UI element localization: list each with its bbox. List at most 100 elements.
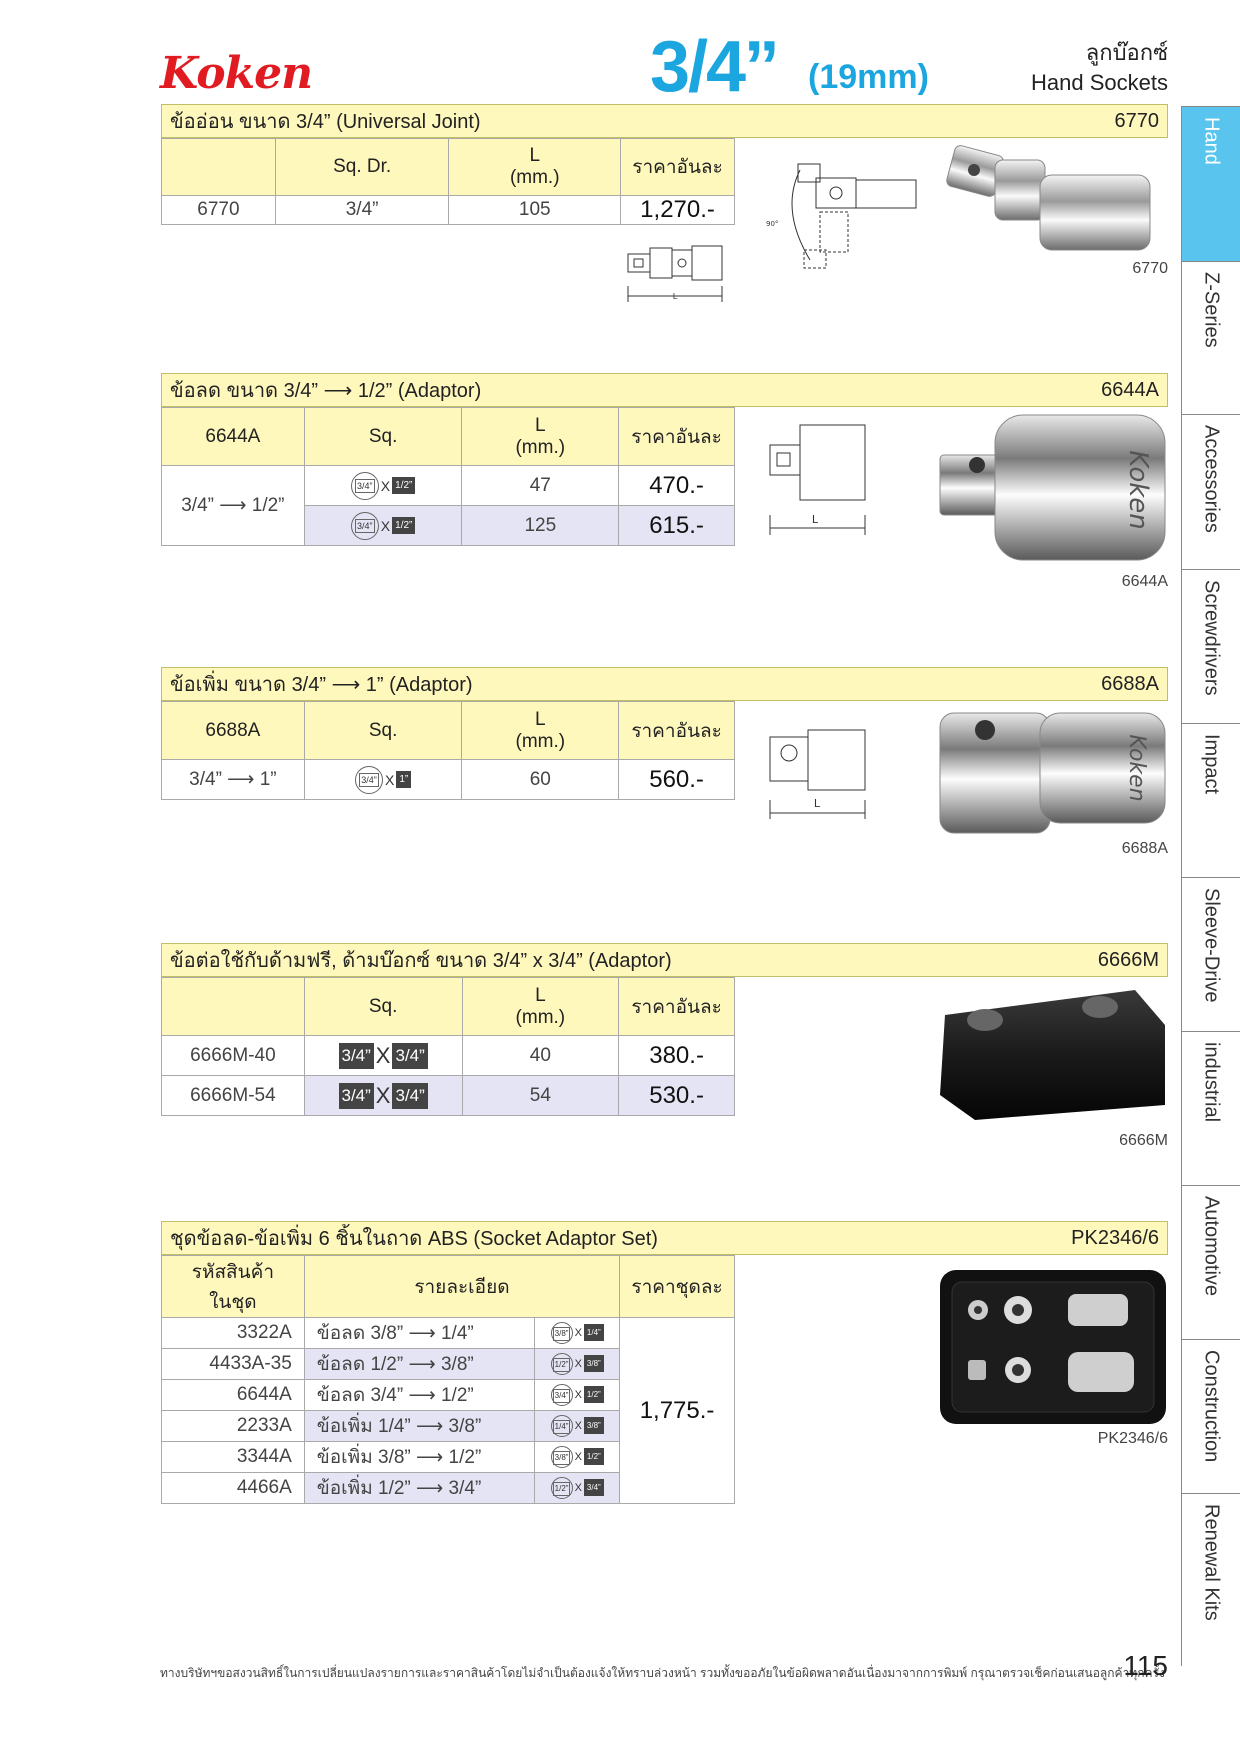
svg-text:90°: 90° (766, 220, 778, 228)
item-desc: ข้อเพิ่ม 1/2” ⟶ 3/4” (303, 1472, 536, 1504)
svg-text:Koken: Koken (1124, 734, 1149, 801)
col-detail: รายละเอียด (303, 1255, 621, 1318)
product-caption: PK2346/6 (1097, 1430, 1168, 1447)
section-header-adaptor-reducer: ข้อลด ขนาด 3/4” ⟶ 1/2” (Adaptor) 6644A (161, 373, 1168, 407)
col-price: ราคาชุดละ (619, 1255, 735, 1318)
category-sidebar: Hand Z-Series Accessories Screwdrivers I… (1182, 106, 1240, 1666)
item-code: 6770 (161, 195, 276, 225)
col-sq: Sq. (303, 407, 463, 466)
section-code: 6688A (1101, 672, 1159, 695)
section-header-adaptor-increaser: ข้อเพิ่ม ขนาด 3/4” ⟶ 1” (Adaptor) 6688A (161, 667, 1168, 701)
section-title: ชุดข้อลด-ข้อเพิ่ม 6 ชิ้นในถาด ABS (Socke… (170, 1228, 658, 1250)
table-adaptor-6644a: 6644A Sq. L(mm.) ราคาอันละ 3/4” ⟶ 1/2” 3… (161, 407, 735, 546)
item-length: 54 (461, 1075, 620, 1116)
adaptor-6644a-photo: Koken (939, 414, 1166, 561)
universal-joint-angle-drawing: 90° (766, 163, 917, 269)
section-code: 6666M (1097, 948, 1159, 971)
col-code: รหัสสินค้าในชุด (161, 1255, 305, 1318)
page-number: 115 (1123, 1650, 1168, 1681)
section-code: PK2346/6 (1071, 1226, 1159, 1249)
col-l: L(mm.) (461, 701, 620, 760)
col-price: ราคาอันละ (618, 701, 735, 760)
tab-z-series[interactable]: Z-Series (1182, 261, 1240, 414)
tab-construction[interactable]: Construction (1182, 1339, 1240, 1493)
section-title: ข้อต่อใช้กับด้ามฟรี, ด้ามบ๊อกซ์ ขนาด 3/4… (170, 950, 672, 972)
tab-automotive[interactable]: Automotive (1182, 1185, 1240, 1339)
tab-impact[interactable]: Impact (1182, 723, 1240, 877)
adaptor-drawing: L (769, 729, 866, 819)
section-title: ข้อลด ขนาด 3/4” ⟶ 1/2” (Adaptor) (170, 380, 482, 402)
universal-joint-photo (946, 145, 1151, 251)
item-price: 470.- (618, 465, 735, 506)
item-size: 3/4” ⟶ 1” (161, 759, 305, 800)
item-desc: ข้อเพิ่ม 3/8” ⟶ 1/2” (303, 1441, 536, 1473)
category-thai: ลูกบ๊อกซ์ (1085, 40, 1168, 65)
item-length: 125 (461, 505, 620, 546)
section-header-adaptor-set: ชุดข้อลด-ข้อเพิ่ม 6 ชิ้นในถาด ABS (Socke… (161, 1221, 1168, 1255)
section-header-universal-joint: ข้ออ่อน ขนาด 3/4” (Universal Joint) 6770 (161, 104, 1168, 138)
col-code: 6644A (161, 407, 305, 466)
section-header-adaptor-male: ข้อต่อใช้กับด้ามฟรี, ด้ามบ๊อกซ์ ขนาด 3/4… (161, 943, 1168, 977)
drive-size-title: 3/4’’ (650, 27, 779, 107)
tab-screwdrivers[interactable]: Screwdrivers (1182, 569, 1240, 723)
item-price: 1,270.- (620, 195, 735, 225)
table-universal-joint: Sq. Dr. L(mm.) ราคาอันละ 6770 3/4” 105 1… (161, 138, 735, 225)
drive-size-mm: (19mm) (808, 58, 929, 96)
product-caption: 6644A (1121, 573, 1168, 590)
item-code: 4466A (161, 1472, 305, 1504)
table-row: 6770 3/4” 105 1,270.- (161, 195, 735, 225)
col-price: ราคาอันละ (620, 138, 735, 196)
category-english: Hand Sockets (1031, 70, 1168, 95)
item-price: 560.- (618, 759, 735, 800)
item-size: 3/4” ⟶ 1/2” (161, 465, 305, 546)
product-caption: 6666M (1119, 1132, 1168, 1149)
table-adaptor-6688a: 6688A Sq. L(mm.) ราคาอันละ 3/4” ⟶ 1” 3/4… (161, 701, 735, 800)
col-code: 6688A (161, 701, 305, 760)
svg-text:L: L (673, 292, 678, 301)
section-code: 6644A (1101, 378, 1159, 401)
tab-industrial[interactable]: industrial (1182, 1031, 1240, 1185)
item-desc: ข้อลด 3/4” ⟶ 1/2” (303, 1379, 536, 1411)
item-price: 380.- (618, 1035, 735, 1076)
item-code: 6666M-40 (161, 1035, 305, 1076)
item-code: 6666M-54 (161, 1075, 305, 1116)
col-l: L(mm.) (461, 407, 620, 466)
item-price: 530.- (618, 1075, 735, 1116)
tab-hand[interactable]: Hand (1182, 106, 1240, 261)
adaptor-6688a-photo: Koken (939, 712, 1166, 834)
product-caption: 6770 (1132, 260, 1168, 277)
section-title: ข้อเพิ่ม ขนาด 3/4” ⟶ 1” (Adaptor) (170, 674, 473, 696)
tab-accessories[interactable]: Accessories (1182, 414, 1240, 569)
tab-sleeve-drive[interactable]: Sleeve-Drive (1182, 877, 1240, 1031)
section-code: 6770 (1114, 109, 1160, 132)
tab-renewal-kits[interactable]: Renewal Kits (1182, 1493, 1240, 1666)
item-code: 3344A (161, 1441, 305, 1473)
svg-text:Koken: Koken (1123, 450, 1153, 530)
table-adaptor-set: รหัสสินค้าในชุด รายละเอียด ราคาชุดละ 332… (161, 1255, 735, 1504)
product-caption: 6688A (1121, 840, 1168, 857)
disclaimer-note: ทางบริษัทฯขอสงวนสิทธิ์ในการเปลี่ยนแปลงรา… (160, 1666, 1165, 1680)
koken-logo: Koken (160, 48, 313, 99)
item-length: 40 (461, 1035, 620, 1076)
item-length: 47 (461, 465, 620, 506)
svg-text:L: L (814, 797, 821, 810)
col-l: L(mm.) (448, 138, 622, 196)
col-price: ราคาอันละ (618, 977, 735, 1036)
adaptor-drawing: L (769, 424, 866, 535)
adaptor-set-tray-photo (940, 1270, 1166, 1424)
